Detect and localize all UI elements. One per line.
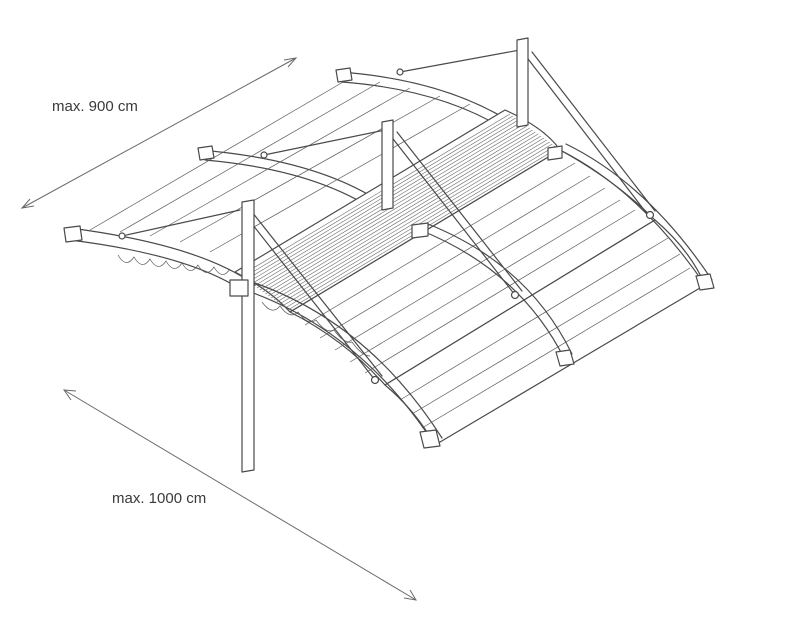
roof-slat <box>273 137 545 301</box>
roof-hatch-lines <box>239 113 559 311</box>
beam-end-caps <box>63 67 715 449</box>
roof-slat <box>239 113 511 277</box>
roof-slat <box>245 117 516 281</box>
roof-slat <box>270 135 542 299</box>
posts <box>241 37 529 473</box>
width-dimension-label: max. 900 cm <box>52 98 138 115</box>
roof-slat <box>242 115 513 279</box>
front-valance <box>117 254 371 357</box>
roof-slat <box>259 127 530 291</box>
depth-dimension-arrow <box>62 389 417 601</box>
roof-slat <box>279 141 550 305</box>
roof-slat <box>276 139 547 303</box>
width-dimension-arrow <box>20 57 298 209</box>
joint-brackets <box>118 68 655 385</box>
roof-slat <box>268 133 539 297</box>
depth-dimension-label: max. 1000 cm <box>112 490 207 507</box>
roof-slat <box>265 131 536 295</box>
tension-struts <box>121 49 656 381</box>
roof-fabric-panel <box>234 109 561 313</box>
roof-slat <box>262 129 533 293</box>
